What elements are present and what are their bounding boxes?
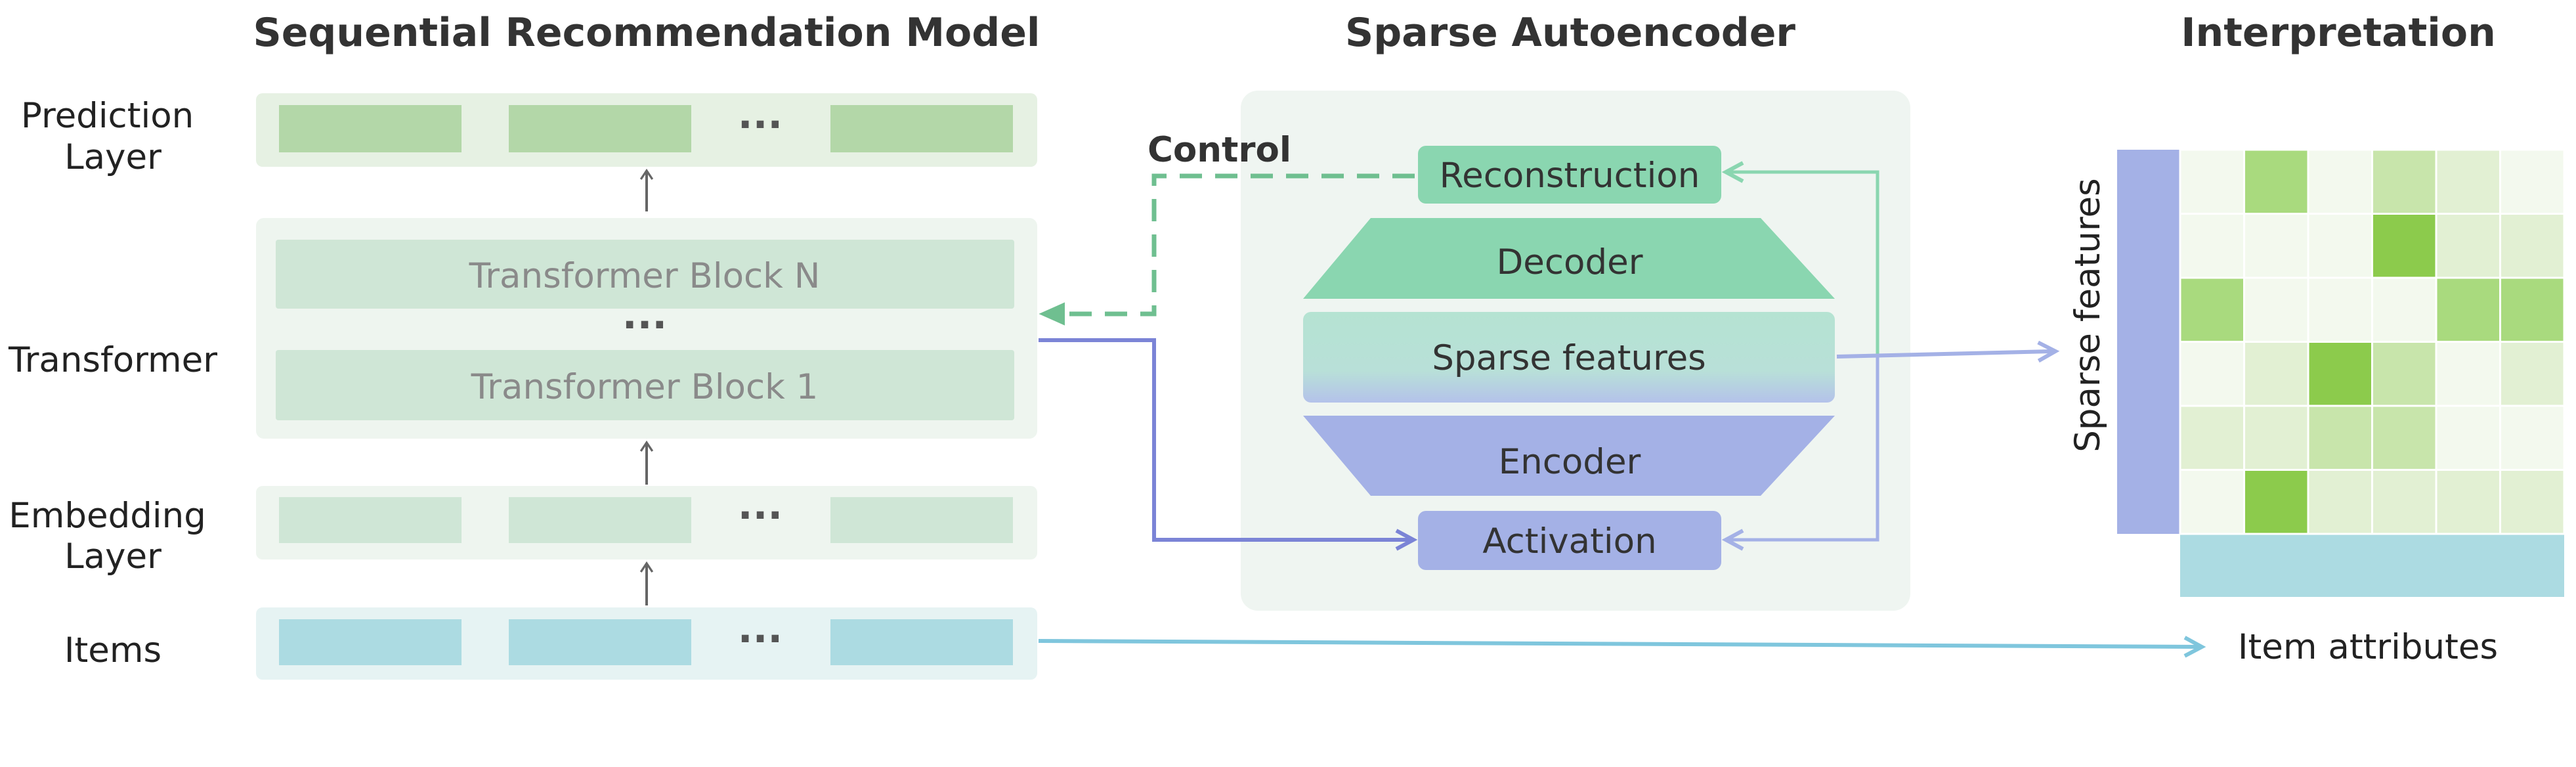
control-arrow [1039, 173, 1415, 326]
sparse-features-box [1303, 312, 1835, 403]
heatmap-cell [2499, 276, 2565, 343]
heatmap-cell [2499, 148, 2565, 215]
heatmap-cell [2307, 341, 2373, 407]
heatmap-grid [2179, 148, 2565, 535]
transformer-ellipsis: ··· [622, 302, 667, 348]
prediction-cell [830, 105, 1013, 152]
transformer-block-n [276, 240, 1014, 309]
transformer-block-1 [276, 350, 1014, 420]
sparse-features-label: Sparse features [1432, 338, 1706, 378]
reconstruction-label: Reconstruction [1440, 156, 1700, 196]
heatmap-cell [2499, 469, 2565, 535]
heatmap-cell [2499, 341, 2565, 407]
embedding-layer-label: Embedding Layer [9, 496, 217, 577]
interpretation-section-title: Interpretation [2181, 10, 2496, 56]
item-cell [830, 619, 1013, 665]
heatmap-cell [2371, 276, 2437, 343]
heatmap-cell [2179, 405, 2245, 471]
heatmap-cell [2371, 469, 2437, 535]
heatmap-cell [2307, 148, 2373, 215]
heatmap-cell [2179, 148, 2245, 215]
transformer-label: Transformer [8, 340, 217, 380]
embedding-cell [509, 497, 691, 543]
item-cell [509, 619, 691, 665]
heatmap-cell [2179, 213, 2245, 279]
decoder-label: Decoder [1496, 242, 1642, 282]
heatmap-cell [2307, 276, 2373, 343]
reconstruction-box [1418, 146, 1721, 204]
heatmap-cell [2307, 213, 2373, 279]
encoder-shape [1303, 416, 1835, 496]
heatmap-row-bar [2117, 150, 2180, 534]
model-to-activation-arrow [1039, 338, 1418, 551]
activation-box [1418, 511, 1721, 570]
heatmap-cell [2435, 405, 2501, 471]
embedding-cell [279, 497, 462, 543]
heatmap-cell [2307, 469, 2373, 535]
heatmap-cell [2499, 405, 2565, 471]
heatmap-cell [2243, 341, 2309, 407]
decoder-shape [1303, 218, 1835, 299]
activation-loop-arrow [1721, 356, 1879, 551]
heatmap-cell [2435, 341, 2501, 407]
transformer-block-1-label: Transformer Block 1 [471, 367, 819, 407]
heatmap-cell [2243, 276, 2309, 343]
items-ellipsis: ··· [738, 616, 783, 662]
heatmap-cell [2435, 148, 2501, 215]
item-attributes-label: Item attributes [2238, 627, 2498, 667]
prediction-ellipsis: ··· [738, 102, 783, 148]
control-label: Control [1148, 130, 1291, 170]
heatmap-cell [2243, 405, 2309, 471]
activation-label: Activation [1482, 521, 1656, 561]
heatmap-cell [2371, 148, 2437, 215]
heatmap-column-bar [2180, 534, 2564, 597]
items-to-attributes-arrow [1038, 636, 2206, 658]
sparse-features-axis-label: Sparse features [2068, 178, 2108, 452]
item-cell [279, 619, 462, 665]
heatmap-cell [2371, 341, 2437, 407]
prediction-cell [279, 105, 462, 152]
prediction-cell [509, 105, 691, 152]
heatmap-cell [2243, 148, 2309, 215]
embedding-ellipsis: ··· [738, 493, 783, 538]
embedding-cell [830, 497, 1013, 543]
heatmap-cell [2307, 405, 2373, 471]
sparse-features-to-heatmap-arrow [1836, 340, 2060, 363]
heatmap-cell [2179, 276, 2245, 343]
heatmap-cell [2435, 213, 2501, 279]
model-section-title: Sequential Recommendation Model [253, 10, 1041, 56]
heatmap-cell [2179, 469, 2245, 535]
items-label: Items [64, 630, 161, 670]
autoencoder-section-title: Sparse Autoencoder [1345, 10, 1795, 56]
heatmap-cell [2243, 469, 2309, 535]
encoder-label: Encoder [1499, 442, 1641, 482]
heatmap-cell [2243, 213, 2309, 279]
prediction-layer-label: Prediction Layer [21, 96, 205, 177]
heatmap-cell [2435, 469, 2501, 535]
heatmap-cell [2371, 213, 2437, 279]
heatmap-cell [2371, 405, 2437, 471]
heatmap-cell [2435, 276, 2501, 343]
heatmap-cell [2179, 341, 2245, 407]
transformer-block-n-label: Transformer Block N [469, 256, 821, 296]
reconstruction-loop-arrow [1721, 161, 1879, 356]
heatmap-cell [2499, 213, 2565, 279]
